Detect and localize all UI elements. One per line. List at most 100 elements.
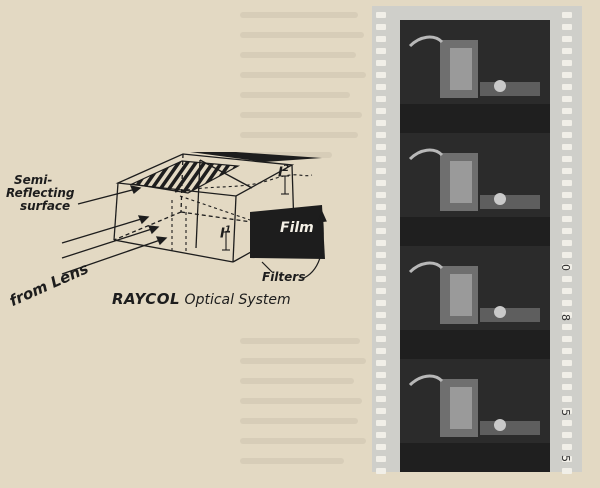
sprocket-hole (376, 360, 386, 366)
film-edge-number: 5 (559, 455, 572, 462)
filters-label: Filters (262, 270, 306, 284)
sprocket-hole (376, 420, 386, 426)
sprocket-hole (562, 12, 572, 18)
sprocket-hole (376, 384, 386, 390)
sprocket-hole (376, 216, 386, 222)
sprocket-holes-left (376, 6, 386, 474)
frame-image (400, 133, 550, 246)
sprocket-hole (562, 468, 572, 474)
sprocket-hole (376, 312, 386, 318)
sprocket-hole (376, 156, 386, 162)
figure-caption: RAYCOL Optical System (112, 290, 291, 308)
film-panel (250, 205, 325, 259)
image-i2-label: I2 (278, 164, 290, 181)
sprocket-hole (562, 216, 572, 222)
sprocket-hole (562, 108, 572, 114)
sprocket-hole (562, 432, 572, 438)
sprocket-hole (376, 228, 386, 234)
sprocket-hole (562, 36, 572, 42)
sprocket-hole (376, 108, 386, 114)
sprocket-hole (376, 300, 386, 306)
filters-pointer (261, 210, 327, 279)
sprocket-hole (562, 144, 572, 150)
sprocket-hole (562, 228, 572, 234)
sprocket-hole (376, 324, 386, 330)
sprocket-hole (376, 168, 386, 174)
semi-reflecting-surface-hatch (129, 160, 241, 194)
sprocket-hole (376, 240, 386, 246)
sprocket-hole (562, 84, 572, 90)
ray-paths (171, 174, 313, 254)
sprocket-hole (562, 60, 572, 66)
sprocket-hole (562, 444, 572, 450)
sprocket-hole (376, 180, 386, 186)
sprocket-hole (562, 312, 572, 318)
film-edge-number: 5 (559, 409, 572, 416)
sprocket-hole (562, 276, 572, 282)
sprocket-hole (376, 96, 386, 102)
sprocket-hole (562, 48, 572, 54)
sprocket-hole (376, 444, 386, 450)
optical-system-diagram: Semi- Reflecting surface I2 I1 Film Filt… (0, 120, 372, 324)
film-strip-photo: 0 8 5 5 (372, 6, 582, 474)
sprocket-hole (376, 264, 386, 270)
sprocket-holes-right (562, 6, 572, 474)
film-label: Film (280, 220, 314, 236)
sprocket-hole (562, 156, 572, 162)
sprocket-hole (376, 456, 386, 462)
sprocket-hole (562, 240, 572, 246)
bleed-through-text (240, 12, 366, 464)
sprocket-hole (562, 132, 572, 138)
sprocket-hole (376, 60, 386, 66)
sprocket-hole (562, 264, 572, 270)
sprocket-hole (376, 252, 386, 258)
caption-brand: RAYCOL (112, 290, 181, 308)
film-edge-number: 0 (559, 264, 572, 271)
sprocket-hole (562, 420, 572, 426)
sprocket-hole (562, 300, 572, 306)
sprocket-hole (376, 72, 386, 78)
sprocket-hole (376, 192, 386, 198)
film-frame (400, 133, 550, 246)
sprocket-hole (562, 408, 572, 414)
top-filter (190, 152, 322, 162)
sprocket-hole (376, 468, 386, 474)
diagram-drawing (61, 152, 327, 279)
sprocket-hole (376, 36, 386, 42)
sprocket-hole (376, 336, 386, 342)
sprocket-hole (376, 48, 386, 54)
sprocket-hole (562, 120, 572, 126)
sprocket-hole (376, 12, 386, 18)
sprocket-hole (376, 276, 386, 282)
image-i1-label: I1 (220, 225, 232, 242)
sprocket-hole (562, 324, 572, 330)
sprocket-hole (376, 204, 386, 210)
sprocket-hole (562, 456, 572, 462)
sprocket-hole (376, 288, 386, 294)
sprocket-hole (562, 180, 572, 186)
sprocket-hole (376, 432, 386, 438)
caption-text: Optical System (184, 292, 291, 308)
sprocket-hole (562, 372, 572, 378)
film-frame (400, 359, 550, 472)
film-emulsion (400, 20, 550, 472)
semi-reflecting-label-line3: surface (20, 199, 71, 213)
semi-reflecting-label-line1: Semi- (14, 173, 53, 187)
sprocket-hole (562, 168, 572, 174)
sprocket-hole (562, 288, 572, 294)
sprocket-hole (562, 336, 572, 342)
sprocket-hole (376, 84, 386, 90)
frame-image (400, 20, 550, 133)
frame-image (400, 359, 550, 472)
sprocket-hole (376, 120, 386, 126)
sprocket-hole (376, 348, 386, 354)
sprocket-hole (562, 204, 572, 210)
sprocket-hole (376, 396, 386, 402)
sprocket-hole (376, 132, 386, 138)
sprocket-hole (376, 408, 386, 414)
sprocket-hole (562, 384, 572, 390)
film-frame (400, 20, 550, 133)
sprocket-hole (376, 24, 386, 30)
sprocket-hole (562, 96, 572, 102)
